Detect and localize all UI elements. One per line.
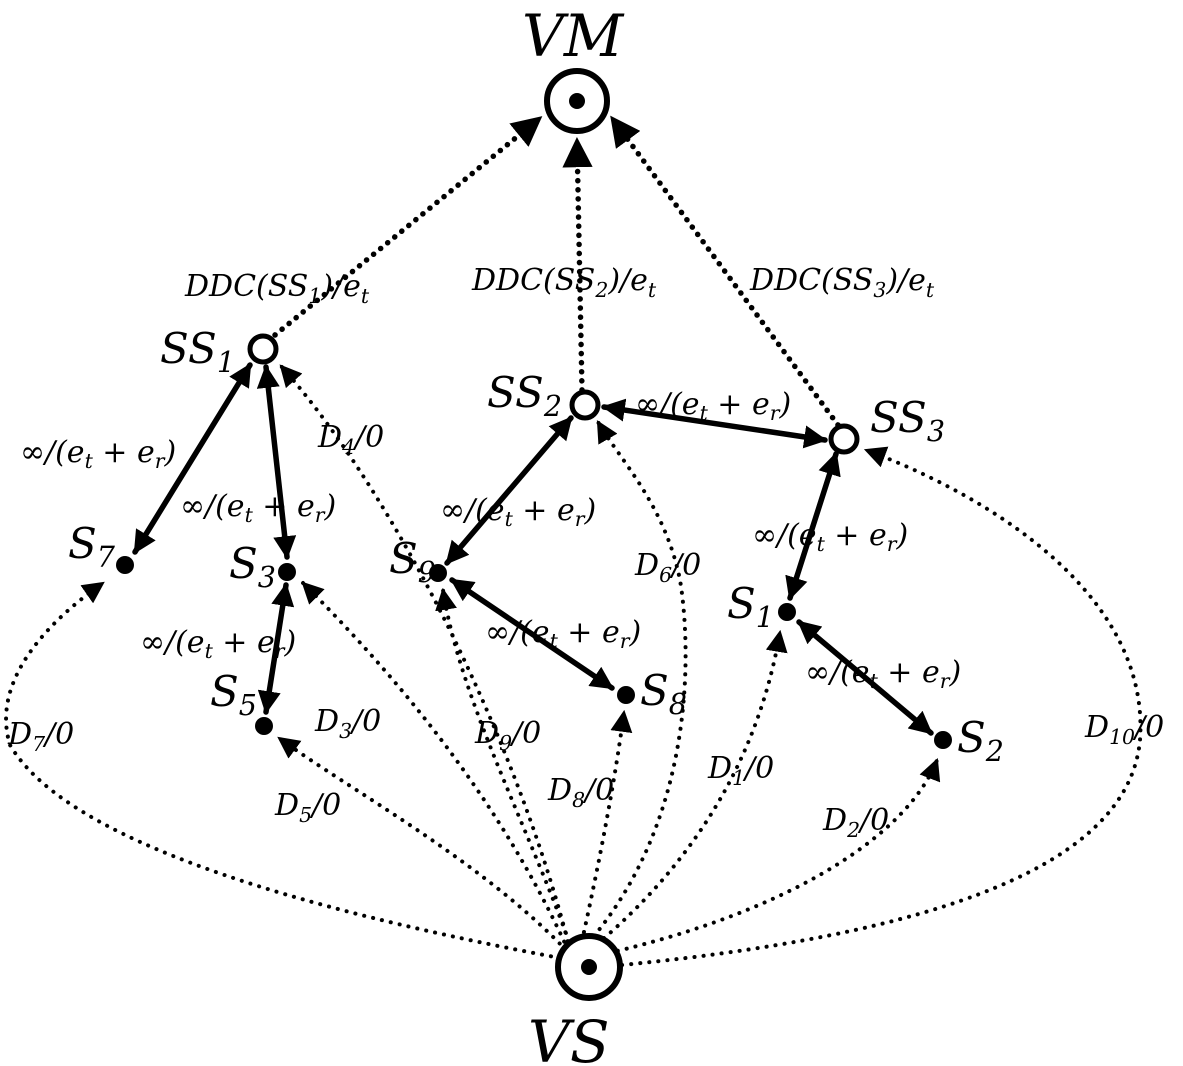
- edge-ss1-vm: [272, 115, 543, 338]
- d2-label: D2/0: [822, 803, 889, 842]
- d10-label: D10/0: [1084, 710, 1164, 749]
- ss2-node: [569, 389, 601, 421]
- s5-label: S5: [210, 667, 257, 722]
- edge-vs-s5: [277, 736, 568, 952]
- d8-label: D8/0: [547, 773, 614, 812]
- edge-ss2-ss3: [601, 398, 828, 449]
- edge-vs-s8: [578, 709, 633, 952]
- d3-label: D3/0: [314, 704, 381, 743]
- ddc-ss1-label: DDC(SS1)/et: [184, 269, 370, 308]
- inf-label-s9-s8: ∞/(et + er): [485, 615, 641, 653]
- inf-label-ss2-ss3: ∞/(et + er): [635, 387, 791, 425]
- ss1-node: [247, 333, 279, 365]
- edge-ss1-s3: [256, 364, 297, 560]
- demand-labels: D7/0 D4/0 D3/0 D5/0 D9/0 D8/0 D6/0 D1/0 …: [7, 420, 1164, 842]
- s9-node: [429, 564, 447, 582]
- edge-vs-s3: [301, 581, 570, 952]
- edge-s1-s2: [796, 619, 934, 736]
- ss3-node: [828, 423, 860, 455]
- infinite-capacity-edges: [132, 362, 934, 736]
- ddc-labels: DDC(SS1)/et DDC(SS2)/et DDC(SS3)/et: [184, 263, 935, 308]
- s1-node: [778, 603, 796, 621]
- d5-label: D5/0: [274, 788, 341, 827]
- vm-node: [544, 68, 610, 134]
- s7-node: [116, 556, 134, 574]
- ss-to-vm-edges: [272, 115, 841, 428]
- ss3-label: SS3: [870, 393, 945, 448]
- edge-ss3-s1: [785, 451, 841, 601]
- inf-label-ss1-s3: ∞/(et + er): [180, 489, 336, 527]
- edge-vs-s2: [598, 757, 941, 957]
- ss1-label: SS1: [160, 324, 235, 379]
- d1-label: D1/0: [707, 751, 774, 790]
- ddc-ss2-label: DDC(SS2)/et: [471, 263, 657, 302]
- node-labels: VM VS SS1 SS2 SS3 S7 S3 S5 S9 S8 S1 S2: [68, 2, 1004, 1066]
- s8-label: S8: [640, 666, 687, 721]
- edge-ss3-vm: [609, 115, 841, 428]
- inf-label-s3-s5: ∞/(et + er): [140, 625, 296, 663]
- ddc-ss3-label: DDC(SS3)/et: [749, 263, 935, 302]
- edge-vs-ss1: [279, 364, 572, 952]
- edge-ss2-vm: [562, 136, 593, 393]
- s2-label: S2: [957, 713, 1004, 768]
- s1-label: S1: [727, 579, 774, 634]
- d6-label: D6/0: [634, 548, 701, 587]
- s3-node: [278, 563, 296, 581]
- edge-vs-s7: [4, 581, 562, 960]
- inf-label-ss3-s1: ∞/(et + er): [752, 518, 908, 556]
- inf-label-s1-s2: ∞/(et + er): [805, 655, 961, 693]
- vm-label: VM: [522, 2, 625, 70]
- edge-s9-s8: [449, 577, 615, 691]
- vs-edges: [4, 364, 1143, 967]
- edge-ss1-s7: [132, 362, 253, 555]
- ss2-label: SS2: [487, 368, 562, 423]
- s3-label: S3: [229, 539, 276, 594]
- s2-node: [934, 731, 952, 749]
- edge-s3-s5: [257, 582, 295, 715]
- inf-label-ss1-s7: ∞/(et + er): [20, 435, 176, 473]
- inf-labels: ∞/(et + er) ∞/(et + er) ∞/(et + er) ∞/(e…: [20, 387, 961, 693]
- d7-label: D7/0: [7, 717, 74, 756]
- nodes: [116, 68, 952, 1001]
- edge-vs-s1: [588, 629, 788, 952]
- d4-label: D4/0: [317, 420, 384, 459]
- s8-node: [617, 686, 635, 704]
- d9-label: D9/0: [474, 716, 541, 755]
- s5-node: [255, 717, 273, 735]
- s9-label: S9: [389, 534, 436, 589]
- edge-ss2-s9: [444, 415, 574, 566]
- vs-node: [555, 933, 623, 1001]
- inf-label-ss2-s9: ∞/(et + er): [440, 493, 596, 531]
- s7-label: S7: [68, 519, 116, 574]
- vs-label: VS: [528, 1008, 610, 1066]
